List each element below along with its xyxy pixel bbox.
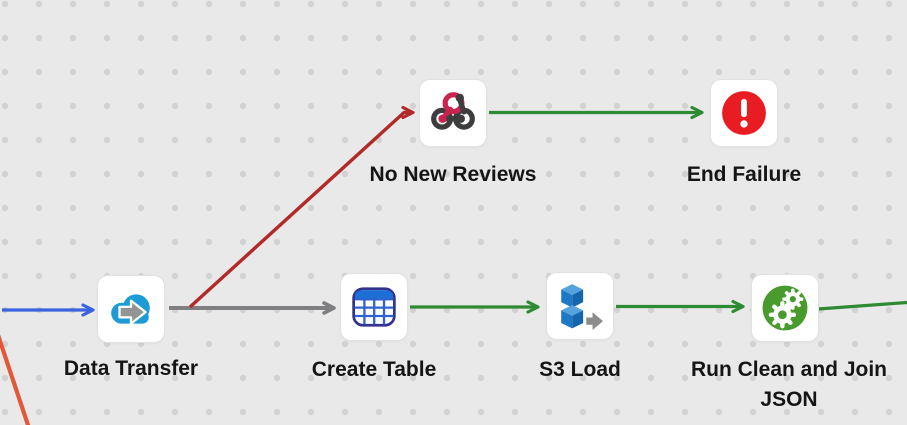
node-create-table[interactable] (341, 274, 407, 340)
node-label-s3-load: S3 Load (539, 358, 621, 381)
node-label-create-table: Create Table (311, 358, 437, 381)
node-label-data-transfer: Data Transfer (63, 357, 199, 380)
node-label-run-clean-join: Run Clean and Join JSON (690, 358, 887, 412)
webhook-icon (431, 92, 475, 130)
cloud-data-transfer-icon (111, 294, 150, 325)
alert-exclamation-icon (722, 91, 766, 135)
edge-run-clean-join-to-offscreen-right[interactable] (817, 300, 907, 311)
node-run-clean-join[interactable] (752, 275, 818, 341)
edge-offscreen-bottom-left[interactable] (0, 334, 31, 425)
node-label-end-failure: End Failure (686, 163, 802, 186)
node-s3-load[interactable] (547, 273, 613, 339)
node-label-no-new-reviews: No New Reviews (369, 163, 537, 186)
s3-cubes-icon (561, 284, 603, 330)
gears-icon (762, 285, 808, 331)
node-data-transfer[interactable] (98, 276, 164, 342)
edge-data-transfer-to-no-new-reviews[interactable] (188, 105, 415, 309)
node-no-new-reviews[interactable] (420, 80, 486, 146)
node-end-failure[interactable] (711, 80, 777, 146)
table-icon (352, 287, 396, 327)
